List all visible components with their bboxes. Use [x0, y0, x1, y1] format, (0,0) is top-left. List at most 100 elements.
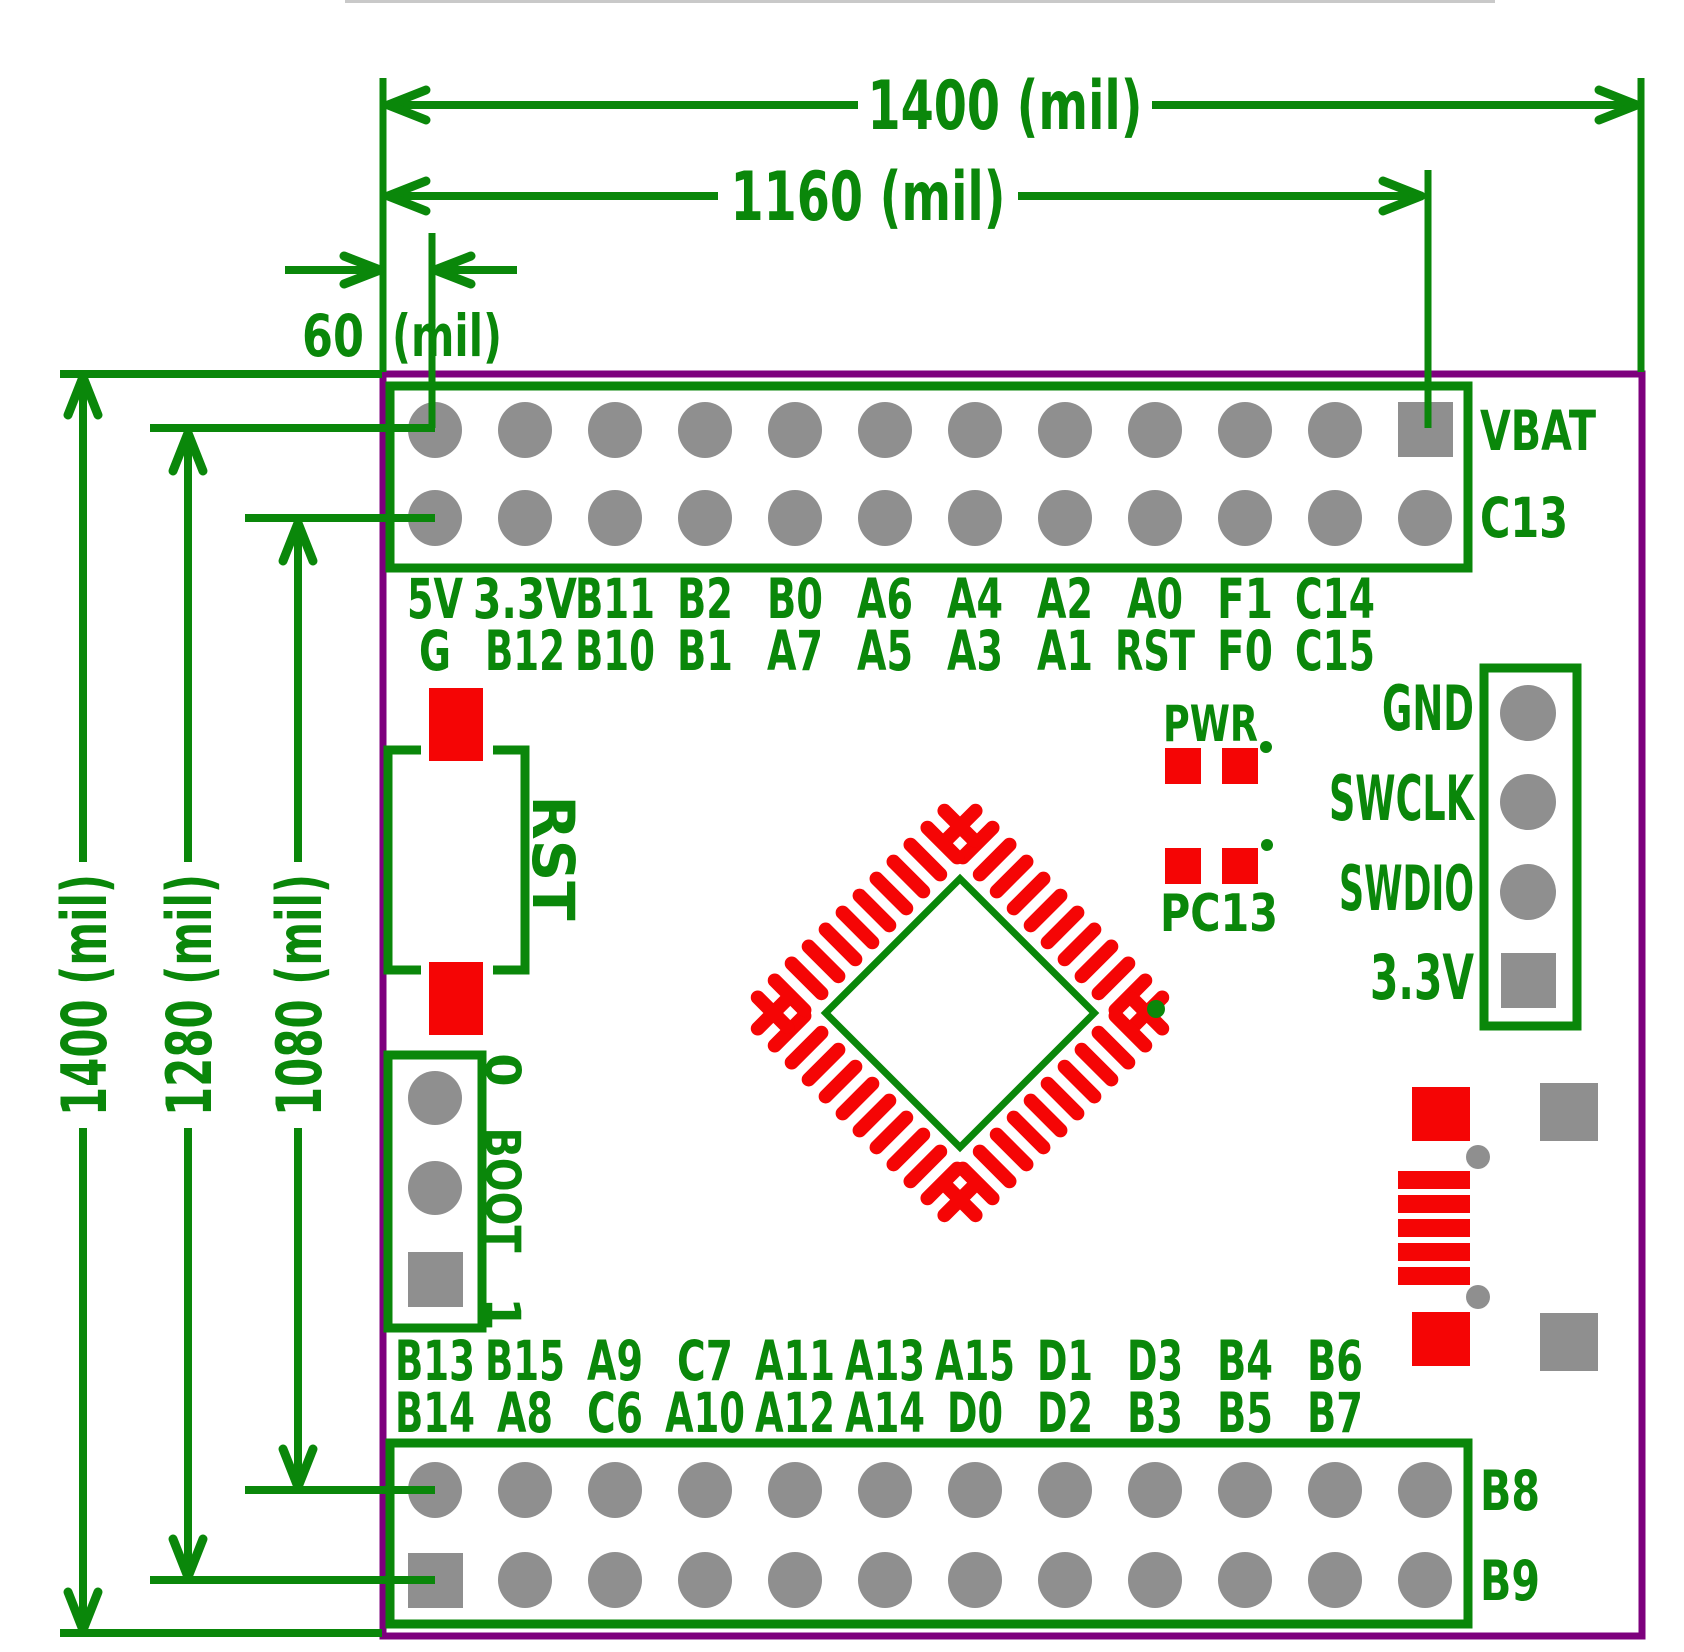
pin-label: A3 — [947, 619, 1003, 683]
pin-label: F0 — [1217, 619, 1273, 683]
chip-pin — [1006, 871, 1051, 916]
pad-bottom-row2-col6 — [858, 1552, 912, 1608]
chip-pin — [1040, 905, 1085, 950]
dim-left-inner-height-label: 1280 (mil) — [153, 874, 226, 1116]
pin-label: B12 — [485, 619, 565, 683]
pin-label: A2 — [1037, 567, 1093, 631]
pin-label: B15 — [485, 1329, 565, 1393]
boot-label-1: 1 — [474, 1297, 530, 1330]
mcu-chip — [750, 803, 1170, 1223]
chip-pin — [750, 990, 795, 1035]
chip-pin — [903, 837, 948, 882]
chip-pin — [1057, 922, 1102, 967]
user-led-polarity-dot — [1261, 839, 1273, 851]
boot-label-0: 0 — [474, 1053, 530, 1086]
power-led-pad-right — [1222, 748, 1258, 784]
pin-label: G — [419, 619, 451, 683]
pad-bottom-row1-col2 — [498, 1462, 552, 1518]
chip-pin — [1091, 956, 1136, 1001]
pad-bottom-row2-col7 — [948, 1552, 1002, 1608]
pad-top-row1-col8 — [1038, 402, 1092, 458]
chip-pin-row — [750, 803, 982, 1035]
b8-label: B8 — [1480, 1459, 1540, 1523]
chip-pin — [818, 922, 863, 967]
pad-top-row2-col3 — [588, 490, 642, 546]
pad-top-row1-col5 — [768, 402, 822, 458]
chip-pin — [1091, 1025, 1136, 1070]
dim-pad-offset-value: 60 — [302, 302, 364, 370]
chip-pin — [801, 939, 846, 984]
usb-signal-pad — [1398, 1243, 1470, 1261]
pad-bottom-row2-col10 — [1218, 1552, 1272, 1608]
pad-top-row1-col3 — [588, 402, 642, 458]
usb-mount-pad-bottom — [1540, 1313, 1598, 1371]
pin-label: A11 — [755, 1329, 835, 1393]
chip-pin-row — [750, 991, 982, 1223]
chip-pin — [1108, 1008, 1153, 1053]
pin-label: F1 — [1217, 567, 1273, 631]
chip-pin — [767, 973, 812, 1018]
pad-top-row1-col4 — [678, 402, 732, 458]
pad-bottom-row2-col4 — [678, 1552, 732, 1608]
usb-signal-pad — [1398, 1267, 1470, 1285]
pin-label: D2 — [1037, 1381, 1093, 1445]
pin-label: C15 — [1295, 619, 1375, 683]
pin-label: A1 — [1037, 619, 1093, 683]
dim-pad-offset-unit: (mil) — [392, 302, 502, 370]
pin-label: 5V — [407, 567, 463, 631]
pad-bottom-row1-col10 — [1218, 1462, 1272, 1518]
pad-top-row1-col10 — [1218, 402, 1272, 458]
pin-label: A15 — [935, 1329, 1015, 1393]
chip-pin — [1006, 1110, 1051, 1155]
bottom-pin-header — [385, 1438, 1473, 1629]
chip-pin — [1040, 1076, 1085, 1121]
boot-pad-mid — [408, 1161, 462, 1215]
pin-label: A13 — [845, 1329, 925, 1393]
reset-button: RST — [383, 688, 587, 1035]
pin-label: A12 — [755, 1381, 835, 1445]
bottom-header-outline — [385, 1438, 1473, 1629]
pad-bottom-row1-col9 — [1128, 1462, 1182, 1518]
pin-label: B0 — [767, 567, 823, 631]
pin-label: B13 — [395, 1329, 475, 1393]
swd-header: GND SWCLK SWDIO 3.3V — [1329, 663, 1582, 1031]
chip-pin — [903, 1144, 948, 1189]
pad-top-row2-col12 — [1398, 490, 1452, 546]
chip-pin — [852, 1093, 897, 1138]
power-led: PWR — [1163, 695, 1272, 784]
chip-pin-row — [938, 991, 1170, 1223]
pin-label: D1 — [1037, 1329, 1093, 1393]
pin-label: B11 — [575, 567, 655, 631]
pin-label: C6 — [587, 1381, 643, 1445]
boot-label: BOOT — [474, 1128, 530, 1253]
top-pin-header — [385, 381, 1473, 573]
swd-label-swdio: SWDIO — [1339, 852, 1474, 925]
pad-top-row1-col9 — [1128, 402, 1182, 458]
chip-pin — [920, 1161, 965, 1206]
chip-pin — [869, 1110, 914, 1155]
user-led-label: PC13 — [1160, 884, 1278, 944]
pin-label: A0 — [1127, 567, 1183, 631]
swd-label-3v3: 3.3V — [1370, 941, 1474, 1014]
dim-top-inner-width-label: 1160 (mil) — [731, 158, 1006, 237]
pad-bottom-row1-col5 — [768, 1462, 822, 1518]
pad-top-row2-col4 — [678, 490, 732, 546]
chip-pin — [835, 1076, 880, 1121]
pad-bottom-row1-col8 — [1038, 1462, 1092, 1518]
chip-pin — [1057, 1059, 1102, 1104]
pin-label: RST — [1115, 619, 1195, 683]
usb-mount-hole-bottom — [1466, 1285, 1490, 1309]
user-led-pad-left — [1165, 848, 1201, 884]
reset-button-outline — [383, 745, 530, 975]
pad-top-row2-col2 — [498, 490, 552, 546]
pad-top-row2-col7 — [948, 490, 1002, 546]
pin-label: D3 — [1127, 1329, 1183, 1393]
pin-label: A6 — [857, 567, 913, 631]
pad-bottom-row2-col5 — [768, 1552, 822, 1608]
pin-label: B2 — [677, 567, 733, 631]
pad-bottom-row1-col4 — [678, 1462, 732, 1518]
usb-signal-pad — [1398, 1219, 1470, 1237]
